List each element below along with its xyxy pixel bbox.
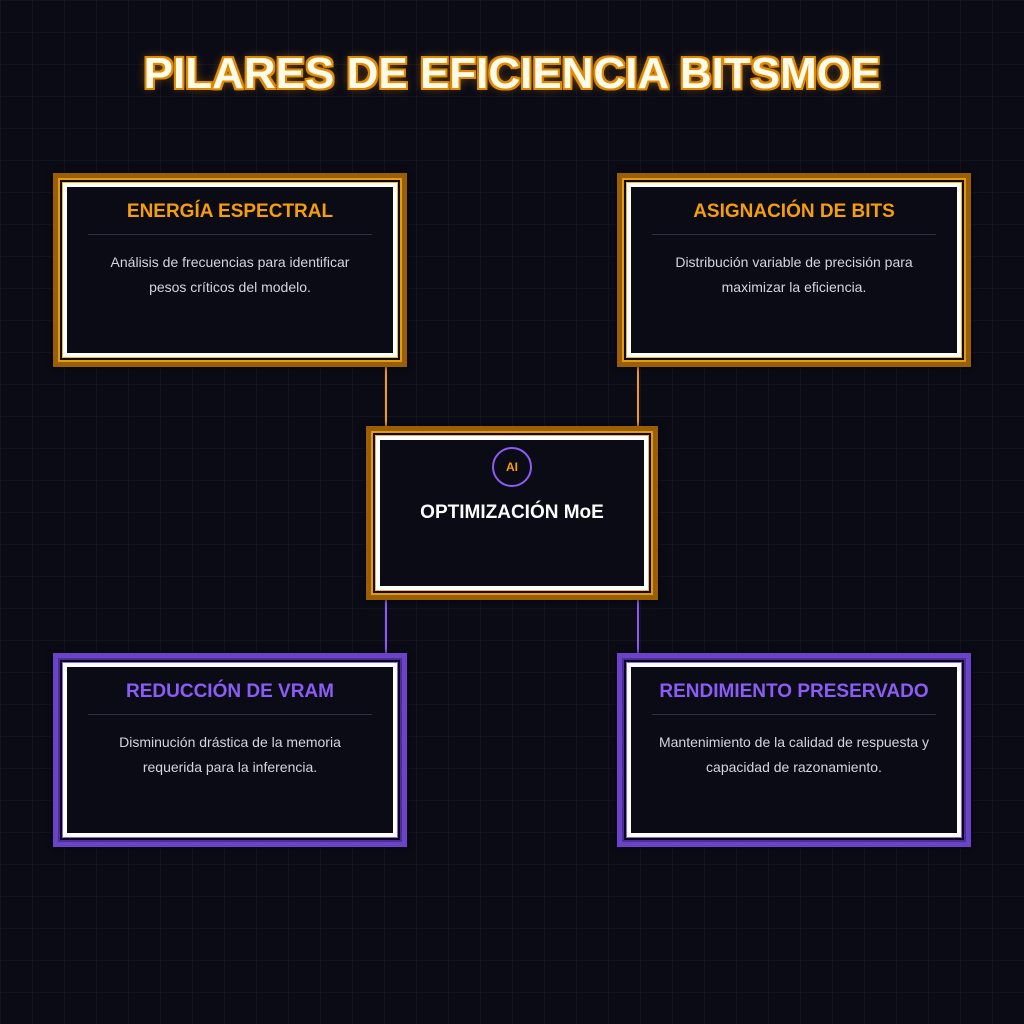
card-title: REDUCCIÓN DE VRAM: [126, 681, 334, 702]
card-frame: [63, 183, 397, 357]
card-divider: [652, 234, 936, 235]
card-frame: [627, 183, 961, 357]
card-divider: [88, 234, 372, 235]
card-divider: [652, 714, 936, 715]
ai-badge-icon: AI: [492, 447, 532, 487]
center-node: AI OPTIMIZACIÓN MoE: [366, 426, 658, 600]
card-frame: [63, 663, 397, 837]
center-frame: [376, 436, 648, 590]
card-description: Disminución drástica de la memoria reque…: [119, 734, 341, 775]
card-title: ENERGÍA ESPECTRAL: [126, 201, 334, 222]
center-title: OPTIMIZACIÓN MoE: [420, 502, 604, 523]
card-title: ASIGNACIÓN DE BITS: [693, 201, 895, 222]
card-rendimiento-preservado: RENDIMIENTO PRESERVADO Mantenimiento de …: [617, 653, 971, 847]
page-title: PILARES DE EFICIENCIA BITSMOE: [143, 49, 881, 98]
card-description: Mantenimiento de la calidad de respuesta…: [658, 734, 930, 775]
card-description: Análisis de frecuencias para identificar…: [110, 254, 350, 295]
card-reduccion-de-vram: REDUCCIÓN DE VRAM Disminución drástica d…: [53, 653, 407, 847]
card-energia-espectral: ENERGÍA ESPECTRAL Análisis de frecuencia…: [53, 173, 407, 367]
card-frame: [627, 663, 961, 837]
card-divider: [88, 714, 372, 715]
card-description: Distribución variable de precisión para …: [675, 254, 913, 295]
card-asignacion-de-bits: ASIGNACIÓN DE BITS Distribución variable…: [617, 173, 971, 367]
card-title: RENDIMIENTO PRESERVADO: [659, 681, 929, 702]
